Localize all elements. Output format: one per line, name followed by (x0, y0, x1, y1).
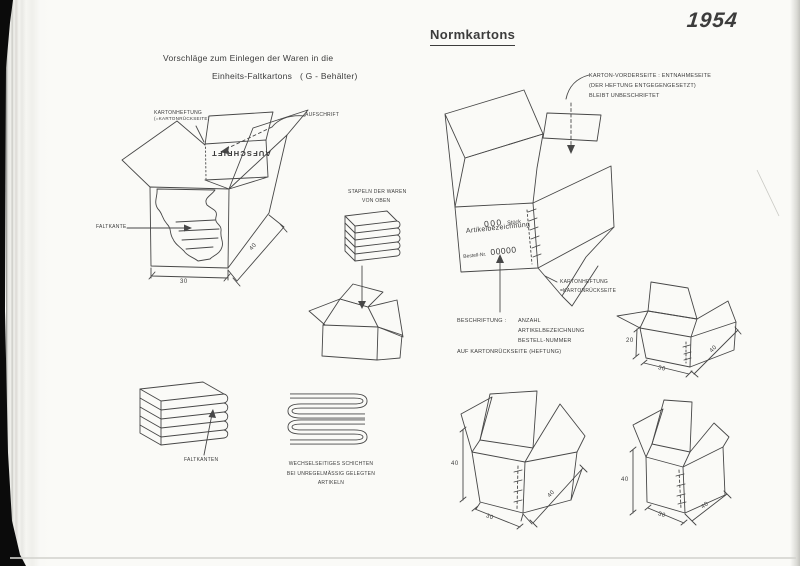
dim-box3-h: 40 (621, 477, 629, 483)
dim-box2-h: 40 (451, 461, 459, 467)
dim-box1-h: 20 (626, 338, 634, 344)
heading-line1: Vorschläge zum Einlegen der Waren in die (163, 53, 334, 63)
label-beschriftung-artikel: ARTIKELBEZEICHNUNG (518, 328, 585, 334)
mid-stack-drawing (344, 210, 401, 262)
mirrored-aufschrift: AUFSCHRIFT (211, 149, 271, 158)
serpentine-drawing (287, 393, 368, 445)
label-beschriftung: BESCHRIFTUNG : (457, 318, 507, 324)
label-beschriftung-anzahl: ANZAHL (518, 318, 541, 324)
label-karton-vorderseite: KARTON-VORDERSEITE : ENTNAHMESEITE (DER … (589, 73, 712, 99)
label-beschriftung-bestell: BESTELL-NUMMER (518, 338, 572, 344)
label-kartonheftung-left: KARTONHEFTUNG (=KARTONRÜCKSEITE) (154, 110, 210, 121)
label-kartonheftung-right: KARTONHEFTUNG =KARTONRÜCKSEITE (560, 279, 617, 294)
label-stapeln-2: VON OBEN (362, 198, 391, 204)
dim-left-width: 30 (180, 279, 188, 285)
page-curl-mark (756, 169, 780, 217)
heading-line2-main: Einheits-Faltkartons (212, 71, 293, 81)
left-box-drawing (121, 109, 309, 287)
label-faltkanten: FALTKANTEN (184, 457, 219, 463)
label-stapeln-1: STAPELN DER WAREN (348, 189, 407, 195)
page-title: Normkartons (430, 27, 516, 46)
box2-drawing (459, 390, 588, 530)
label-beschriftung-note: AUF KARTONRÜCKSEITE (HEFTUNG) (457, 349, 562, 355)
label-wechselseitig: WECHSELSEITIGES SCHICHTEN BEI UNREGELMÄS… (286, 461, 376, 486)
page-right-edge (790, 0, 800, 566)
box1-drawing (616, 281, 742, 378)
year-label: 1954 (685, 9, 739, 32)
label-faltkante: FALTKANTE (96, 224, 127, 230)
heading-line2-paren: ( G - Behälter) (299, 71, 358, 81)
heading-line2: Einheits-Faltkartons ( G - Behälter) (212, 71, 358, 81)
page-bottom-edge (10, 557, 796, 559)
folded-stack-drawing (139, 381, 229, 456)
label-aufschrift: AUFSCHRIFT (305, 112, 340, 118)
book-page-edges (6, 0, 54, 566)
mid-box-drawing (308, 283, 404, 361)
box3-drawing (629, 399, 732, 526)
right-box-drawing (444, 74, 615, 313)
